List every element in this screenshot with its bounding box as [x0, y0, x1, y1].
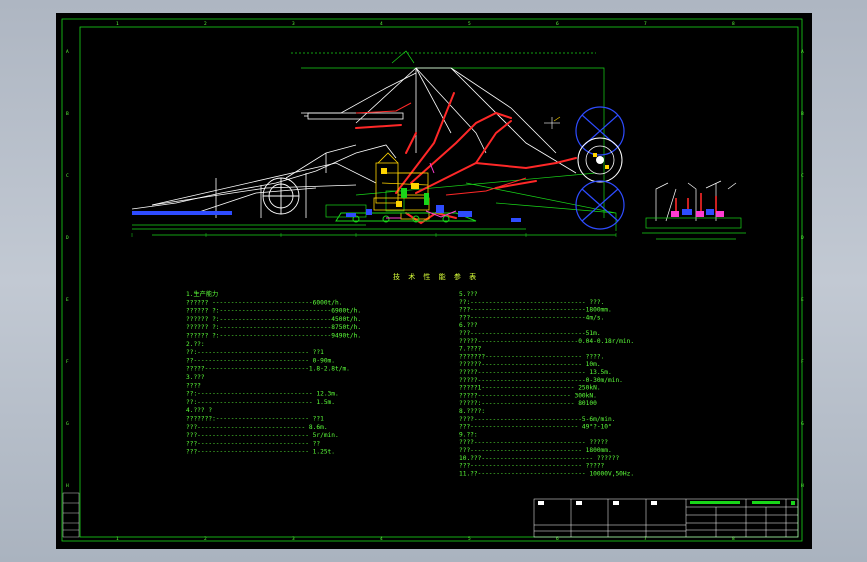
note-line: ???------------------------------ ?? — [186, 440, 320, 447]
zone-letter-left: D — [66, 235, 69, 241]
note-line: ?????? ?:------------------------------8… — [186, 324, 361, 331]
zone-number-top: 1 — [116, 21, 119, 27]
zone-letter-right: H — [801, 483, 804, 489]
technical-parameters: 技 术 性 能 参 表 1.生产能力 ?????? --------------… — [186, 272, 634, 477]
bucket-wheel-icon — [575, 106, 625, 230]
notes-title: 技 术 性 能 参 表 — [393, 272, 478, 281]
zone-number-top: 3 — [292, 21, 295, 27]
section-view — [642, 180, 746, 240]
zone-letter-left: G — [66, 421, 69, 427]
zone-letter-left: H — [66, 483, 69, 489]
note-line: ????-----------------------------5-6m/mi… — [459, 416, 615, 423]
note-line: ?????------------------------- 300kN. — [459, 392, 597, 399]
note-line: 3.??? — [186, 374, 205, 381]
zone-number-bottom: 1 — [116, 536, 119, 542]
note-line: ?????:------------------------- 80100 — [459, 400, 597, 407]
note-line: ?????----------------------------- 13.5m… — [459, 369, 612, 376]
note-line: ??:------------------------------- ???. — [459, 299, 604, 306]
note-line: ?????-----------------------------0-30m/… — [459, 377, 623, 384]
zone-letter-right: E — [801, 297, 804, 303]
zone-number-bottom: 2 — [204, 536, 207, 542]
note-line: ???------------------------------ 1800mm… — [459, 447, 612, 454]
stacker-reclaimer-elevation — [131, 50, 625, 237]
zone-number-top: 8 — [732, 21, 735, 27]
note-line: ?????---------------------------0.04-0.1… — [459, 338, 634, 345]
zone-number-bottom: 4 — [380, 536, 383, 542]
note-line: 10.???------------------------------ ???… — [459, 455, 619, 462]
zone-letter-right: B — [801, 111, 804, 117]
note-line: ??:------------------------------- 12.3m… — [186, 391, 339, 398]
note-line: ???-------------------------------1800mm… — [459, 307, 612, 314]
notes-right-column: 5.??? ??:-------------------------------… — [459, 291, 634, 477]
note-line: ???----------------------------- 8.6m. — [186, 424, 328, 431]
drawing-frame — [61, 18, 803, 542]
note-line: ???------------------------------ 1.25t. — [186, 449, 335, 456]
note-line: ???-------------------------------51m. — [459, 330, 601, 337]
zone-number-top: 2 — [204, 21, 207, 27]
zone-number-top: 7 — [644, 21, 647, 27]
note-line: 4.??? ? — [186, 407, 212, 414]
note-line: ?????? ?:------------------------------4… — [186, 316, 361, 323]
zone-number-top: 6 — [556, 21, 559, 27]
note-line: ???? — [186, 382, 201, 389]
zone-number-top: 4 — [380, 21, 383, 27]
note-line: 2.??: — [186, 341, 205, 348]
note-line: 11.??----------------------------- 10000… — [459, 470, 634, 477]
notes-left-column: 1.生产能力 ?????? --------------------------… — [186, 290, 361, 456]
note-line: ?????? ---------------------------6000t/… — [186, 299, 342, 306]
note-line: ????------------------------------ ????? — [459, 439, 608, 446]
note-line: ??:------------------------------ ??1 — [186, 349, 324, 356]
note-line: ??:------------------------------- 1.5m. — [186, 399, 335, 406]
zone-number-bottom: 5 — [468, 536, 471, 542]
note-line: ?????? ?:------------------------------9… — [186, 333, 361, 340]
zone-number-bottom: 8 — [732, 536, 735, 542]
zone-letter-left: E — [66, 297, 69, 303]
note-line: ?????1------------------------- 250kN. — [459, 385, 601, 392]
zone-letter-left: C — [66, 173, 69, 179]
zone-letter-right: C — [801, 173, 804, 179]
note-line: 7.???? — [459, 346, 482, 353]
revision-block — [62, 492, 80, 538]
zone-letter-left: B — [66, 111, 69, 117]
note-line: ?????? ?:------------------------------6… — [186, 308, 361, 315]
zone-number-top: 5 — [468, 21, 471, 27]
note-line: 5.??? — [459, 291, 478, 298]
note-line: ??------------------------------- 0-90m. — [186, 357, 335, 364]
machinery-house — [373, 152, 430, 220]
note-line: ???------------------------------ ????? — [459, 463, 605, 470]
zone-number-bottom: 6 — [556, 536, 559, 542]
note-line: ???????:------------------------- ??1 — [186, 416, 324, 423]
note-line: 1.生产能力 — [186, 290, 218, 298]
zone-letter-left: F — [66, 359, 69, 365]
note-line: ???-------------------------------4m/s. — [459, 314, 604, 321]
zone-letter-right: F — [801, 359, 804, 365]
cursor-crosshair-icon — [544, 116, 561, 129]
note-line: 8.????: — [459, 408, 485, 415]
note-line: 9.??: — [459, 431, 478, 438]
note-line: ???----------------------------- 49°?-10… — [459, 423, 612, 431]
note-line: ??????--------------------------- 10m. — [459, 361, 601, 368]
note-line: ?????----------------------------1.8-2.8… — [186, 366, 350, 373]
title-block — [533, 498, 799, 538]
zone-letter-right: A — [801, 49, 804, 55]
zone-letter-right: G — [801, 421, 804, 427]
zone-letter-right: D — [801, 235, 804, 241]
drum-icon — [262, 177, 300, 215]
note-line: ???------------------------------ 5r/min… — [186, 432, 339, 439]
zone-letter-left: A — [66, 49, 69, 55]
note-line: 6.??? — [459, 322, 478, 329]
note-line: ???????-------------------------- ????. — [459, 353, 604, 360]
zone-number-bottom: 7 — [644, 536, 647, 542]
zone-number-bottom: 3 — [292, 536, 295, 542]
